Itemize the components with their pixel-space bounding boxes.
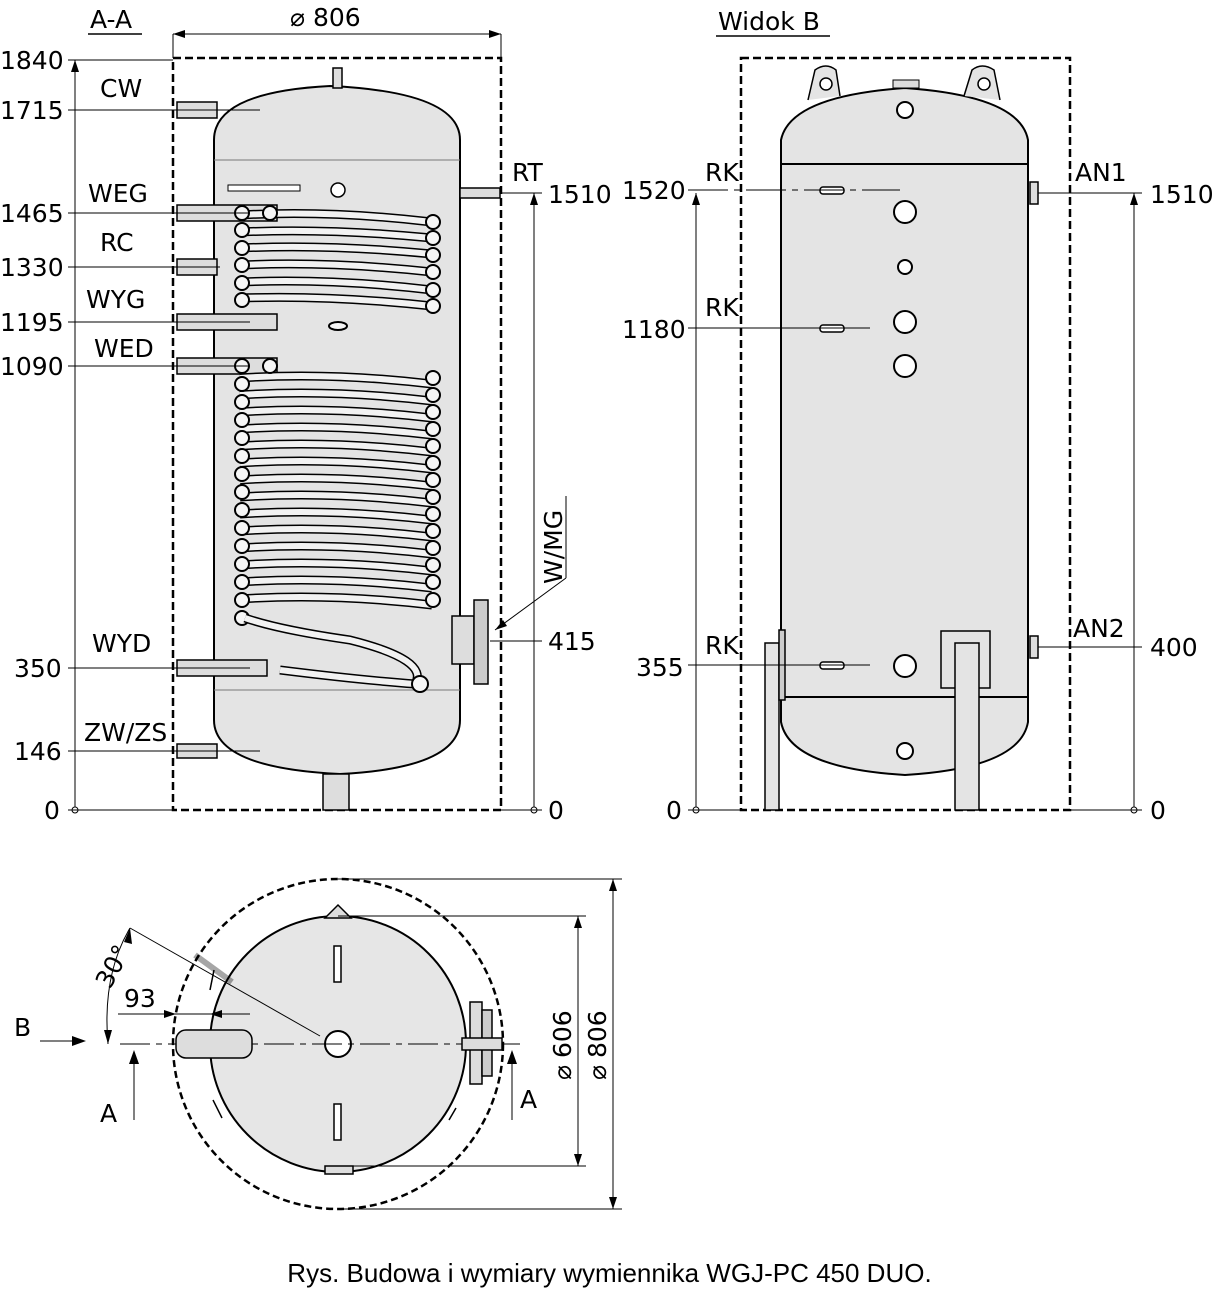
arrow-a-left-label: A xyxy=(100,1099,117,1128)
dim-355: 355 xyxy=(636,653,684,682)
label-wmg: W/MG xyxy=(539,510,568,584)
view-b: Widok B xyxy=(622,7,1214,825)
label-rc: RC xyxy=(100,228,134,257)
top-fitting xyxy=(332,67,343,89)
dim-0-b-right: 0 xyxy=(1150,796,1166,825)
label-cw: CW xyxy=(100,74,142,103)
view-b-ports xyxy=(893,101,917,760)
label-rk-bottom: RK xyxy=(705,631,739,660)
bottom-drain xyxy=(322,773,350,811)
dim-1180: 1180 xyxy=(622,315,686,344)
section-aa-left-dims: 1840 1715 1465 1330 1195 1090 350 146 0 xyxy=(0,46,64,825)
dim-1510-b: 1510 xyxy=(1150,180,1214,209)
section-aa-diameter: 806 xyxy=(313,3,361,32)
section-aa-left-labels: CW WEG RC WYG WED WYD ZW/ZS xyxy=(84,74,167,747)
label-wyg: WYG xyxy=(86,285,145,314)
dim-1840: 1840 xyxy=(0,46,64,75)
upper-heating-coil xyxy=(234,205,441,331)
label-an1: AN1 xyxy=(1075,158,1127,187)
label-wyd: WYD xyxy=(92,629,151,658)
nozzle-rt xyxy=(459,187,501,199)
label-rk-top: RK xyxy=(705,158,739,187)
dim-0-aa-right: 0 xyxy=(548,796,564,825)
top-view-left-nozzle xyxy=(175,1029,253,1059)
section-aa-view: A-A ⌀ 806 xyxy=(0,3,612,825)
figure-caption: Rys. Budowa i wymiary wymiennika WGJ-PC … xyxy=(287,1258,932,1288)
dim-0-b-left: 0 xyxy=(666,796,682,825)
dim-1715: 1715 xyxy=(0,96,64,125)
label-zw-zs: ZW/ZS xyxy=(84,718,167,747)
dim-146: 146 xyxy=(14,737,62,766)
view-b-shell xyxy=(780,86,1029,777)
section-aa-title: A-A xyxy=(90,5,132,34)
dim-350: 350 xyxy=(14,654,62,683)
dim-0-left: 0 xyxy=(44,796,60,825)
diameter-symbol: ⌀ xyxy=(290,3,305,32)
dim-93: 93 xyxy=(124,984,156,1013)
label-rt: RT xyxy=(512,158,544,187)
dim-1195: 1195 xyxy=(0,308,64,337)
lower-heating-coil xyxy=(234,358,441,693)
diameter-symbol-inner: ⌀ xyxy=(548,1065,577,1080)
dim-1520: 1520 xyxy=(622,176,686,205)
label-wed: WED xyxy=(94,334,154,363)
leg-right xyxy=(954,642,980,811)
top-view: 30° 93 B A A ⌀ 606 ⌀ 806 xyxy=(14,877,622,1211)
dim-806: 806 xyxy=(583,1010,612,1058)
dim-1465: 1465 xyxy=(0,199,64,228)
flange-wmg xyxy=(451,615,475,665)
leg-left xyxy=(764,642,780,811)
view-b-title: Widok B xyxy=(718,7,820,36)
dim-415: 415 xyxy=(548,627,596,656)
dim-606: 606 xyxy=(548,1010,577,1058)
diameter-symbol-outer: ⌀ xyxy=(583,1065,612,1080)
arrow-b-label: B xyxy=(14,1013,31,1042)
dim-400: 400 xyxy=(1150,633,1198,662)
label-an2: AN2 xyxy=(1073,614,1125,643)
arrow-a-right-label: A xyxy=(520,1085,537,1114)
label-weg: WEG xyxy=(88,179,148,208)
dim-1510-aa: 1510 xyxy=(548,180,612,209)
anode-an2 xyxy=(1029,635,1039,659)
dim-1090: 1090 xyxy=(0,352,64,381)
dim-1330: 1330 xyxy=(0,253,64,282)
label-rk-middle: RK xyxy=(705,293,739,322)
section-aa-left-ticks xyxy=(68,59,260,811)
anode-an1 xyxy=(1029,181,1039,205)
